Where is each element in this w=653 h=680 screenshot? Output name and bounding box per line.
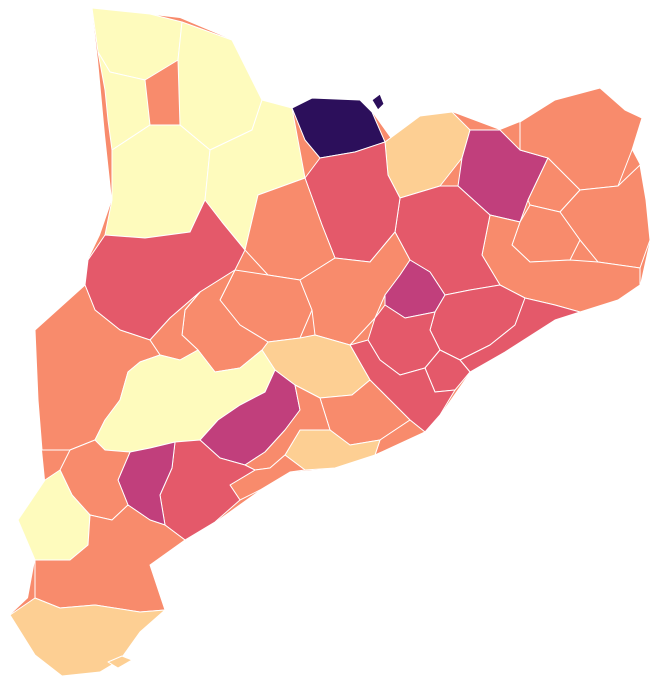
region-montsia bbox=[9, 597, 166, 677]
region-maresme bbox=[459, 297, 581, 373]
region-llivia bbox=[371, 93, 385, 111]
region-alt-emporda bbox=[519, 87, 643, 191]
region-delta-spit bbox=[107, 655, 133, 669]
